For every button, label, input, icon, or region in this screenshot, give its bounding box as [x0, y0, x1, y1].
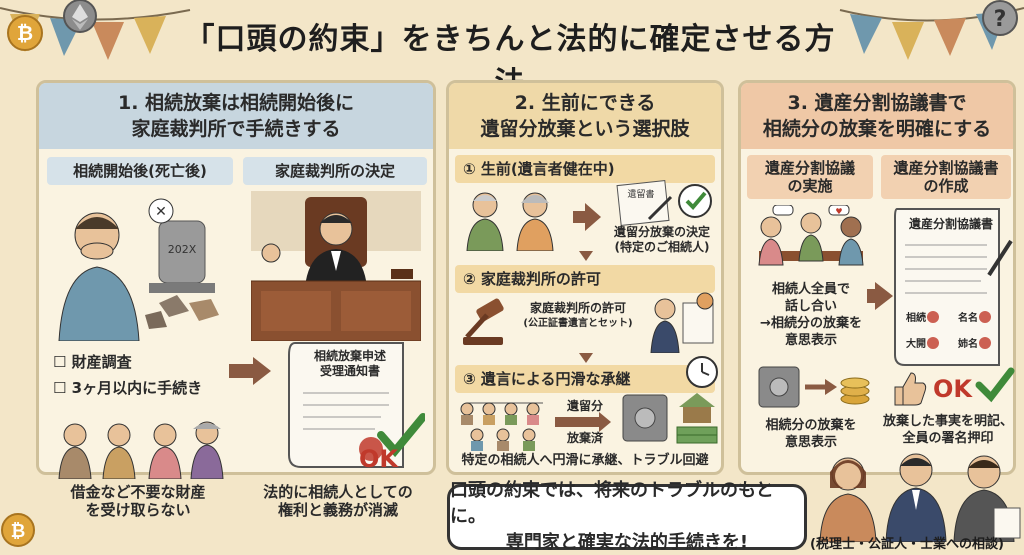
panel3-right-subheading: 遺産分割協議書 の作成: [881, 155, 1011, 199]
panel1-heading: 1. 相続放棄は相続開始後に 家庭裁判所で手続きする: [39, 83, 433, 149]
panel1-right-subheading: 家庭裁判所の決定: [243, 157, 427, 185]
panel3-heading: 3. 遺産分割協議書で 相続分の放棄を明確にする: [741, 83, 1013, 149]
panel2-bottom-text: 特定の相続人へ円滑に承継、トラブル回避: [461, 453, 709, 468]
svg-text:✕: ✕: [155, 204, 167, 220]
ok-stamp: OK: [933, 375, 972, 403]
tombstone-label: 202X: [168, 243, 197, 256]
judge-illustration: [251, 191, 421, 341]
thumbs-up-icon: [894, 372, 927, 406]
page-title: 「口頭の約束」をきちんと法的に確定させる方法: [184, 22, 836, 101]
step1-heading: ① 生前(遺言者健在中): [455, 155, 715, 183]
step2-heading: ② 家庭裁判所の許可: [455, 265, 715, 293]
will-document-label: 遺留書: [627, 188, 654, 200]
panel1-bottom-right-text: 法的に相続人としての 権利と義務が消滅: [263, 483, 413, 519]
experts-illustration: [819, 453, 1021, 542]
gavel-icon: [463, 298, 504, 345]
checklist-item-1: ☐ 財産調査: [53, 353, 132, 371]
panel2-heading-line2: 遺留分放棄という選択肢: [480, 118, 690, 140]
arrow-right-icon-head: [599, 412, 611, 432]
arrow-right-icon-head: [253, 357, 271, 385]
experts-caption: (税理士・公証人・士業への相談): [810, 537, 1004, 552]
step3-label-reserved: 遺留分: [566, 399, 603, 413]
signature-row-2-right: 姉名: [958, 339, 978, 350]
will-document-illustration: 遺留書: [616, 180, 712, 226]
warning-callout: 口頭の約束では、将来のトラブルのもとに。 専門家と確実な法的手続きを!: [447, 480, 807, 553]
panel3-bottom-text: 放棄した事実を明記、 全員の署名押印: [882, 414, 1013, 446]
ok-stamp: OK: [359, 445, 398, 473]
ethereum-coin-icon: [63, 0, 97, 33]
agreement-document-title: 遺産分割協議書: [908, 217, 993, 231]
safe-and-coins-illustration: [758, 366, 870, 408]
signature-row-1-left: 相続: [906, 313, 926, 324]
step3-heading: ③ 遺言による円滑な承継: [455, 365, 715, 393]
panel2-heading-line1: 2. 生前にできる: [514, 92, 656, 114]
arrow-down-icon: [579, 251, 593, 261]
arrow-down-icon: [579, 353, 593, 363]
family-tree-illustration: [460, 402, 543, 451]
callout-line1: 口頭の約束では、将来のトラブルのもとに。: [450, 480, 774, 527]
certificate-title: 相続放棄申述 受理通知書: [313, 349, 386, 378]
checkmark-icon: [975, 367, 1015, 403]
panel1-heading-line2: 家庭裁判所で手続きする: [131, 118, 341, 140]
panel3-left-subheading: 遺産分割協議 の実施: [747, 155, 873, 199]
grieving-person-illustration: 202X ✕: [58, 198, 219, 341]
arrow-right-icon-head: [875, 282, 893, 310]
arrow-right-icon-head: [585, 203, 601, 231]
certificate-document-illustration: [288, 342, 425, 468]
checkbox-icon: ☐: [53, 353, 72, 371]
panel-reserved-portion-waiver: 2. 生前にできる 遺留分放棄という選択肢 ① 生前(遺言者健在中) 遺留書 遺…: [446, 80, 724, 475]
checkbox-icon: ☐: [53, 379, 72, 397]
step2-text: 家庭裁判所の許可 (公正証書遺言とセット): [523, 301, 633, 329]
arrow-right-icon: [555, 417, 601, 427]
panel-estate-division-agreement: 3. 遺産分割協議書で 相続分の放棄を明確にする 遺産分割協議 の実施 遺産分割…: [738, 80, 1016, 475]
panel1-heading-line1: 1. 相続放棄は相続開始後に: [117, 92, 355, 114]
callout-line2: 専門家と確実な法的手続きを!: [505, 532, 749, 553]
panel-inheritance-renunciation: 1. 相続放棄は相続開始後に 家庭裁判所で手続きする 相続開始後(死亡後) 家庭…: [36, 80, 436, 519]
step3-label-waived: 放棄済: [566, 431, 603, 445]
elderly-couple-illustration: [466, 192, 554, 251]
panel3-heading-line1: 3. 遺産分割協議書で: [787, 92, 967, 114]
bitcoin-coin-icon: ₿: [7, 15, 43, 51]
panel1-left-subheading: 相続開始後(死亡後): [47, 157, 233, 185]
lawyer-thumbs-up-illustration: [650, 292, 714, 353]
svg-text:₿: ₿: [11, 521, 26, 542]
panel1-bottom-left-text: 借金など不要な財産 を受け取らない: [70, 483, 206, 519]
question-coin-icon: ?: [982, 0, 1018, 36]
panel3-lower-text: 相続分の放棄を 意思表示: [765, 418, 857, 450]
clock-icon: [686, 356, 718, 388]
family-group-illustration: [58, 421, 224, 479]
svg-text:₿: ₿: [17, 21, 33, 45]
signature-row-2-left: 大開: [906, 339, 926, 350]
checklist-item-2: ☐ 3ヶ月以内に手続き: [53, 379, 203, 397]
step1-text: 遺留分放棄の決定 (特定のご相続人): [613, 225, 710, 254]
signature-row-1-right: 名名: [958, 313, 978, 324]
arrow-right-icon: [867, 289, 877, 303]
agreement-document-illustration: [894, 208, 1013, 366]
arrow-right-icon: [573, 211, 587, 223]
svg-text:?: ?: [994, 7, 1007, 32]
arrow-right-icon: [229, 364, 255, 378]
panel3-heading-line2: 相続分の放棄を明確にする: [762, 118, 992, 140]
panel3-middle-text: 相続人全員で 話し合い →相続分の放棄を 意思表示: [760, 282, 862, 348]
safe-money-illustration: [622, 393, 718, 444]
svg-text:♥: ♥: [835, 207, 842, 216]
family-meeting-illustration: ♥: [758, 205, 864, 266]
panel2-heading: 2. 生前にできる 遺留分放棄という選択肢: [449, 83, 721, 149]
bitcoin-coin-icon: ₿: [1, 513, 35, 547]
